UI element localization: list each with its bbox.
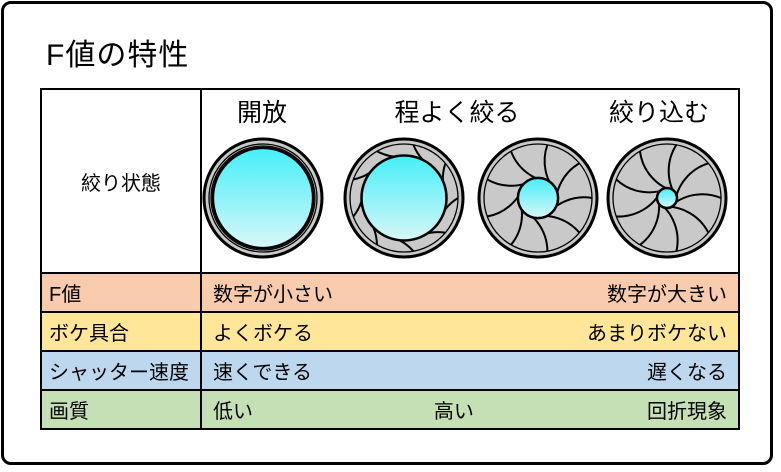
bokeh-right-text: あまりボケない [587, 323, 727, 345]
state-row: 絞り状態 開放 程よく絞る 絞り込む [42, 90, 738, 272]
row-image-quality-label: 画質 [42, 391, 202, 428]
column-header-stopped-down: 絞り込む [608, 99, 710, 127]
quality-center-text: 高い [433, 401, 474, 423]
shutter-right-text: 遅くなる [647, 362, 727, 384]
aperture-characteristics-table: 絞り状態 開放 程よく絞る 絞り込む F値 数字が小さい 数字が大きい ボケ具合… [40, 88, 740, 430]
shutter-left-text: 速くできる [213, 362, 312, 384]
row-bokeh: ボケ具合 よくボケる あまりボケない [42, 311, 738, 350]
quality-right-text: 回折現象 [647, 401, 727, 423]
row-bokeh-label: ボケ具合 [42, 313, 202, 350]
aperture-diagram-4-icon [605, 136, 729, 260]
row-f-value-label: F値 [42, 274, 202, 311]
state-row-label: 絞り状態 [42, 90, 202, 272]
f-value-right-text: 数字が大きい [607, 284, 727, 306]
row-bokeh-content: よくボケる あまりボケない [202, 313, 738, 350]
aperture-closed-down-svg [606, 137, 728, 259]
aperture-diagram-1-icon [201, 136, 325, 260]
aperture-diagram-2-icon [342, 136, 466, 260]
diagram-title: F値の特性 [46, 39, 190, 72]
row-f-value-content: 数字が小さい 数字が大きい [202, 274, 738, 311]
bokeh-left-text: よくボケる [213, 323, 313, 345]
row-shutter-speed-content: 速くできる 遅くなる [202, 352, 738, 389]
row-image-quality: 画質 低い 高い 回折現象 [42, 389, 738, 428]
column-header-moderate: 程よく絞る [394, 99, 520, 127]
f-value-left-text: 数字が小さい [213, 284, 333, 306]
aperture-fully-open-svg [202, 137, 324, 259]
quality-left-text: 低い [213, 401, 253, 423]
aperture-well-closed-svg [477, 137, 599, 259]
state-row-content: 開放 程よく絞る 絞り込む [202, 90, 738, 272]
aperture-slightly-closed-svg [343, 137, 465, 259]
row-image-quality-content: 低い 高い 回折現象 [202, 391, 738, 428]
row-f-value: F値 数字が小さい 数字が大きい [42, 272, 738, 311]
row-shutter-speed-label: シャッター速度 [42, 352, 202, 389]
column-header-open: 開放 [236, 99, 288, 127]
row-shutter-speed: シャッター速度 速くできる 遅くなる [42, 350, 738, 389]
aperture-diagram-3-icon [476, 136, 600, 260]
